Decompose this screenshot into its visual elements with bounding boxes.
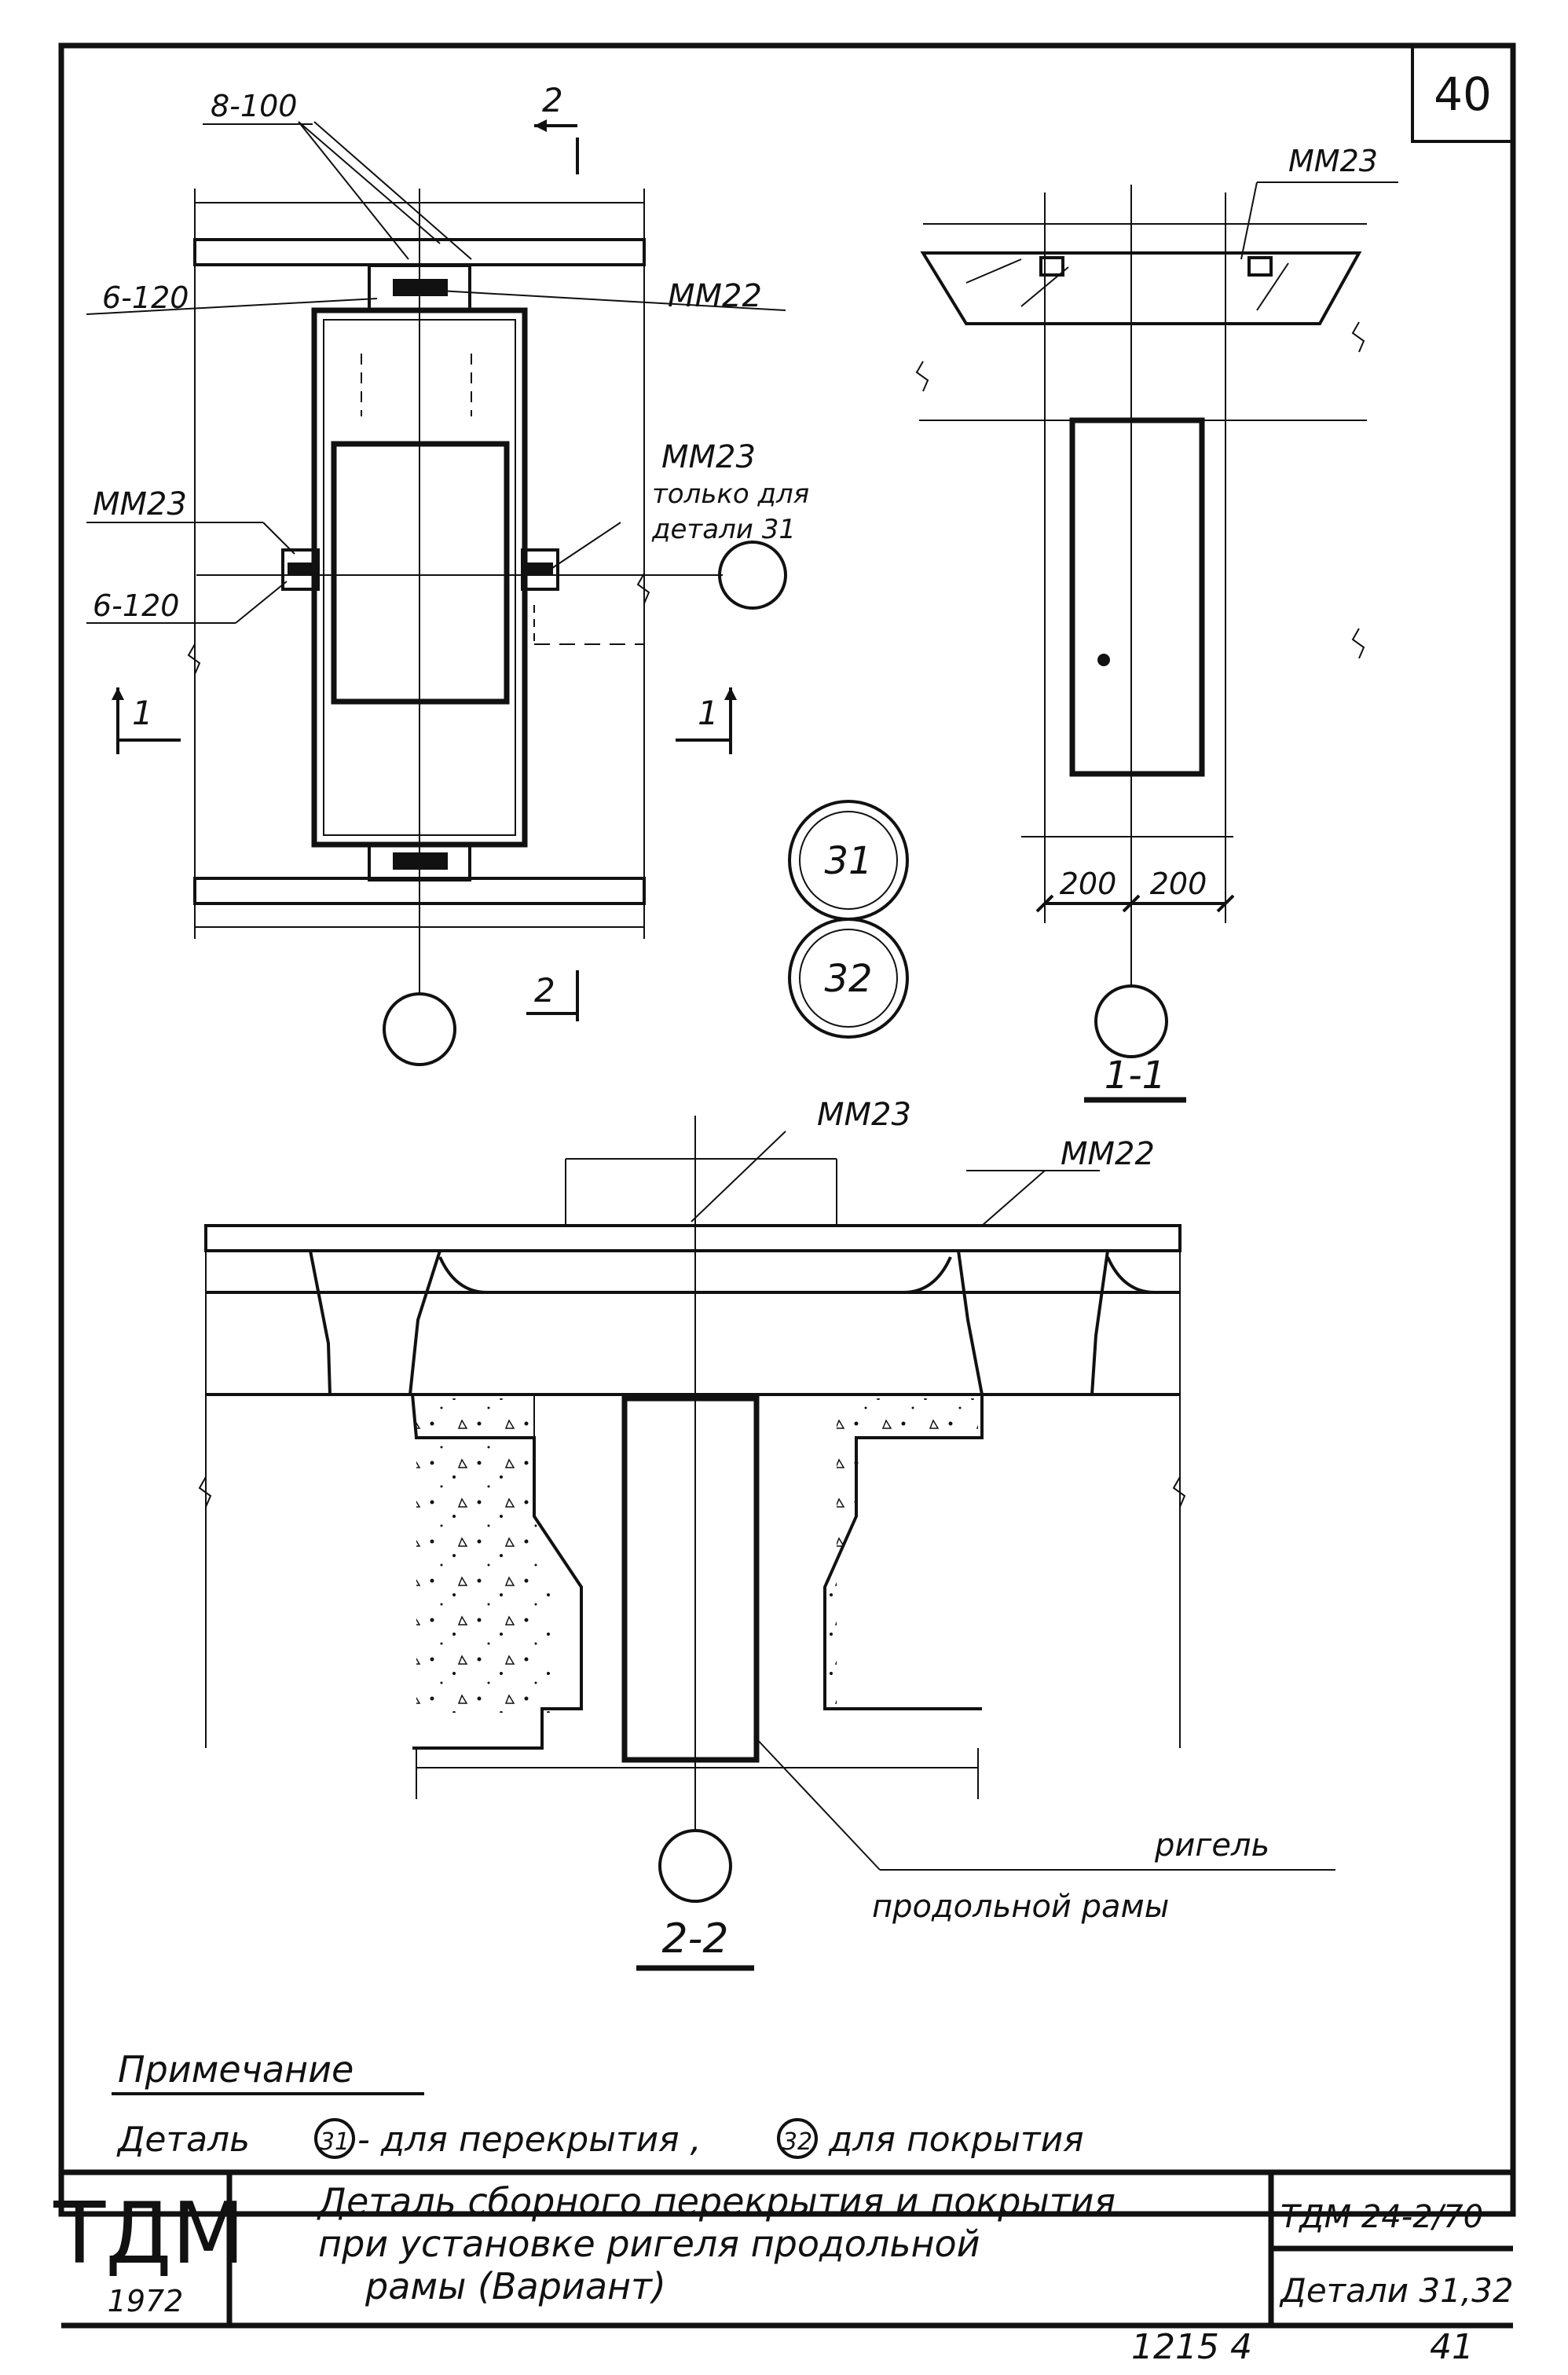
title-block-year: 1972 — [108, 2284, 184, 2318]
detail-31-number: 31 — [824, 839, 872, 883]
note-text-32: для покрытия — [828, 2120, 1084, 2160]
label-rebar-6-120-top: 6-120 — [102, 280, 189, 315]
label-rigel-line2: продольной рамы — [872, 1889, 1169, 1925]
cut-2-bottom-label: 2 — [534, 971, 555, 1010]
section-cut-1-right — [676, 687, 737, 754]
footer-number-1: 1215 4 — [1131, 2327, 1252, 2367]
section-cut-1-left — [112, 687, 181, 754]
label-mm23-left: ММ23 — [93, 486, 187, 522]
section-2-2 — [198, 1116, 1335, 1903]
label-mm22-plan: ММ22 — [668, 278, 762, 314]
label-mm23-section11: ММ23 — [1288, 144, 1378, 178]
dimension-200-left: 200 — [1060, 867, 1117, 901]
label-rigel-line1: ригель — [1154, 1827, 1269, 1864]
label-mm23-right: ММ23 — [661, 439, 756, 475]
note-prefix: Деталь — [116, 2120, 250, 2160]
title-block — [61, 2169, 1513, 2329]
label-rebar-8-100: 8-100 — [211, 89, 297, 123]
note-title: Примечание — [118, 2048, 354, 2091]
section-1-1 — [915, 181, 1398, 1058]
label-mm23-section22: ММ23 — [817, 1097, 911, 1133]
section-cut-2-bottom — [526, 970, 579, 1021]
cut-2-top-label: 2 — [542, 81, 563, 119]
note-text-31: - для перекрытия , — [357, 2120, 702, 2160]
cut-1-right-label: 1 — [698, 694, 719, 732]
note-d32: 32 — [782, 2128, 812, 2156]
note-d31: 31 — [320, 2128, 350, 2156]
label-mm23-note-line2: детали 31 — [651, 514, 796, 545]
title-line-2: при установке ригеля продольной — [318, 2223, 980, 2265]
title-block-details: Детали 31,32 — [1279, 2271, 1514, 2310]
label-mm23-note-line1: только для — [652, 478, 809, 510]
title-block-logo: ТДМ — [53, 2185, 245, 2283]
cut-1-left-label: 1 — [132, 694, 153, 732]
title-block-code: ТДМ 24-2/70 — [1280, 2199, 1483, 2235]
sheet-frame — [58, 42, 1516, 2217]
label-rebar-6-120-side: 6-120 — [93, 588, 179, 623]
title-line-3: рамы (Вариант) — [365, 2265, 666, 2307]
footer-number-2: 41 — [1430, 2327, 1474, 2367]
plan-view — [86, 121, 787, 1066]
title-line-1: Деталь сборного перекрытия и покрытия — [317, 2180, 1116, 2223]
section-cut-2-top — [534, 119, 579, 174]
section-1-1-title: 1-1 — [1105, 1054, 1166, 1098]
detail-32-number: 32 — [824, 957, 872, 1001]
dimension-200-right: 200 — [1150, 867, 1207, 901]
label-mm22-section22: ММ22 — [1061, 1136, 1155, 1172]
detail-32-marker — [788, 918, 909, 1039]
section-2-2-title: 2-2 — [662, 1915, 729, 1963]
page-number: 40 — [1434, 68, 1492, 121]
